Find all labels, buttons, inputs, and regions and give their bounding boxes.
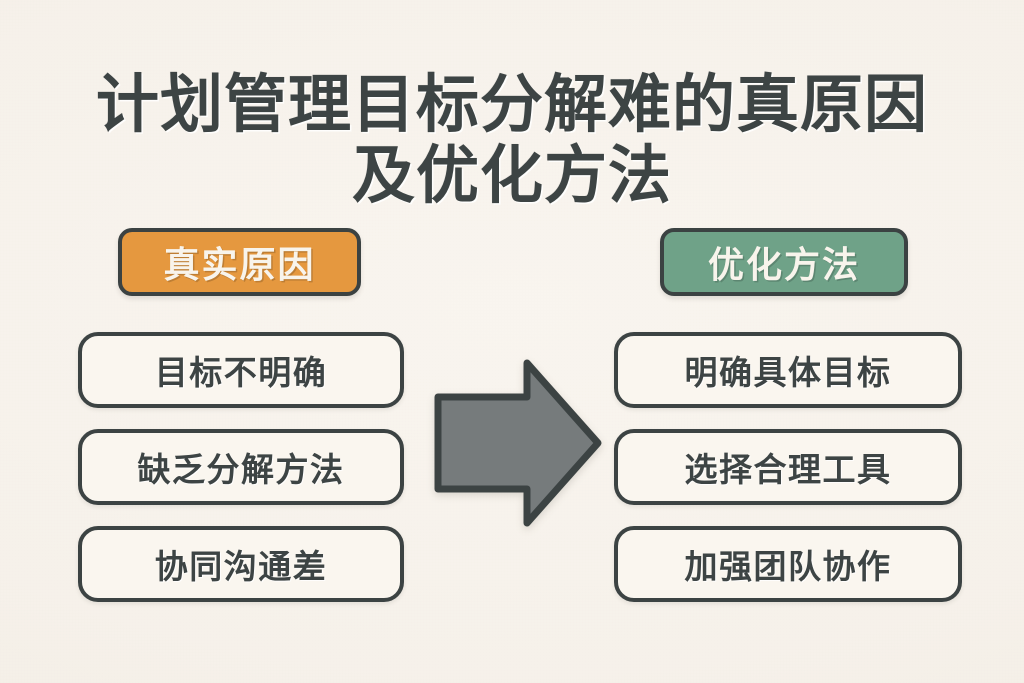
solutions-column-header: 优化方法	[660, 228, 908, 296]
solution-card-label: 选择合理工具	[684, 451, 892, 488]
solution-card-label: 明确具体目标	[684, 354, 892, 391]
causes-column-header: 真实原因	[118, 228, 361, 296]
page-title-line-2: 及优化方法	[352, 140, 672, 211]
arrow-right-icon	[430, 355, 606, 531]
cause-card: 缺乏分解方法	[78, 429, 404, 505]
solution-card: 选择合理工具	[614, 429, 962, 505]
solution-card: 明确具体目标	[614, 332, 962, 408]
cause-card: 目标不明确	[78, 332, 404, 408]
solutions-column-header-label: 优化方法	[707, 244, 860, 285]
cause-card: 协同沟通差	[78, 526, 404, 602]
solution-card: 加强团队协作	[614, 526, 962, 602]
solution-card-label: 加强团队协作	[684, 548, 892, 585]
cause-card-label: 缺乏分解方法	[137, 451, 345, 488]
causes-column-header-label: 真实原因	[163, 244, 316, 285]
cause-card-label: 协同沟通差	[154, 548, 328, 585]
cause-card-label: 目标不明确	[154, 354, 328, 391]
page-title: 计划管理目标分解难的真原因 及优化方法	[0, 70, 1024, 211]
page-title-line-1: 计划管理目标分解难的真原因	[96, 70, 928, 141]
